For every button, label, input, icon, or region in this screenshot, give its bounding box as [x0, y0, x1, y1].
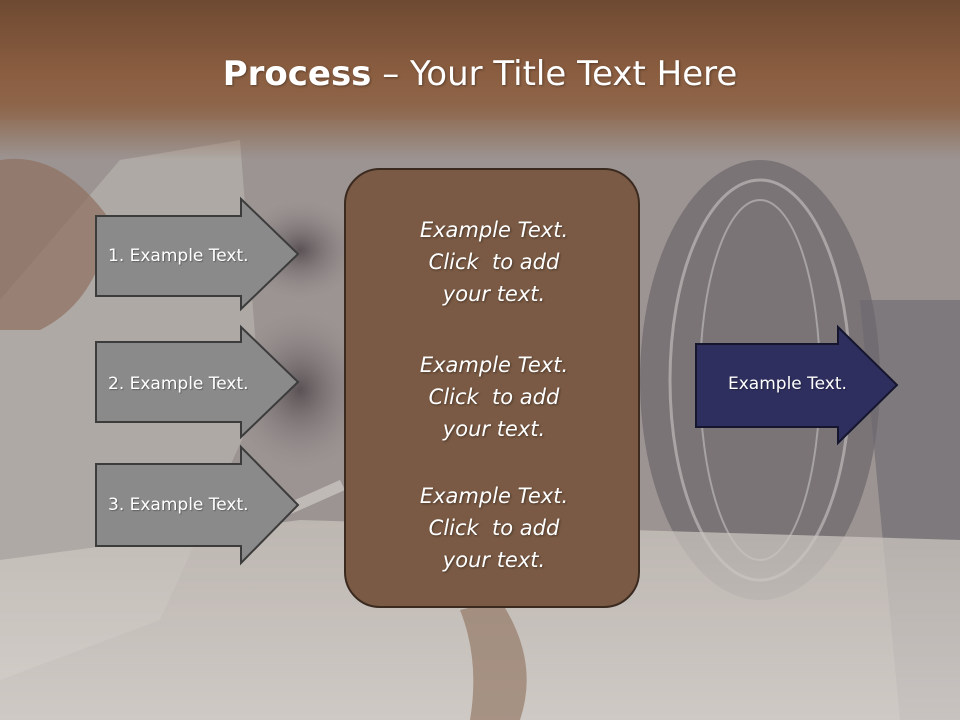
left-arrow-1-label: 1. Example Text. [108, 246, 249, 266]
left-arrow-1-shape [95, 196, 300, 312]
center-text-panel[interactable]: Example Text. Click to add your text. Ex… [344, 168, 640, 608]
left-arrow-3-label: 3. Example Text. [108, 495, 249, 515]
right-arrow[interactable]: Example Text. [695, 324, 900, 446]
panel-block-2: Example Text. Click to add your text. [346, 349, 642, 445]
panel-block-3-line-3: your text. [442, 548, 546, 572]
title-band [0, 0, 960, 160]
right-arrow-label: Example Text. [728, 374, 847, 394]
title-rest: – Your Title Text Here [371, 54, 738, 94]
panel-block-2-line-2: Click to add [428, 385, 560, 409]
panel-block-2-line-1: Example Text. [419, 353, 569, 377]
left-arrow-2-shape [95, 324, 300, 440]
panel-block-1-line-2: Click to add [428, 250, 560, 274]
left-arrow-2[interactable]: 2. Example Text. [95, 324, 300, 440]
panel-block-1-line-3: your text. [442, 282, 546, 306]
left-arrow-2-label: 2. Example Text. [108, 374, 249, 394]
slide-title[interactable]: Process – Your Title Text Here [0, 52, 960, 96]
left-arrow-1[interactable]: 1. Example Text. [95, 196, 300, 312]
panel-block-3-line-2: Click to add [428, 516, 560, 540]
panel-block-3-line-1: Example Text. [419, 484, 569, 508]
right-arrow-shape [695, 324, 899, 446]
panel-block-1-line-1: Example Text. [419, 218, 569, 242]
panel-block-3: Example Text. Click to add your text. [346, 480, 642, 576]
title-bold: Process [222, 54, 372, 94]
left-arrow-3[interactable]: 3. Example Text. [95, 444, 300, 566]
panel-block-2-line-3: your text. [442, 417, 546, 441]
left-arrow-3-shape [95, 444, 300, 566]
panel-block-1: Example Text. Click to add your text. [346, 214, 642, 310]
